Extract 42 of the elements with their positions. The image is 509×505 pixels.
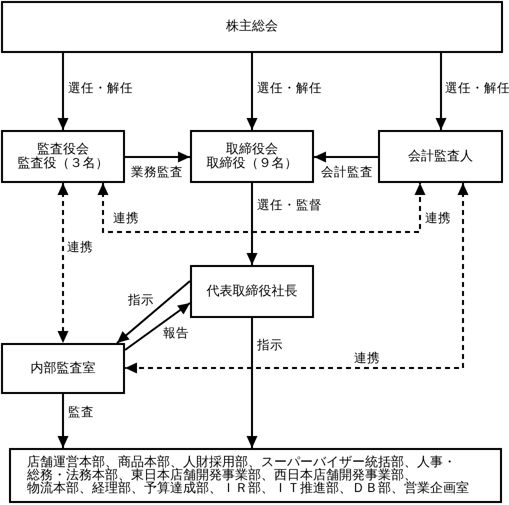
connector-label: 連携 — [424, 211, 452, 224]
organization-box — [9, 448, 502, 503]
box-label: 代表取締役社長 — [206, 284, 298, 298]
box-label: 監査役会 — [37, 142, 89, 156]
dashed-double-arrow — [98, 183, 426, 233]
edge-label: 連携 — [66, 240, 94, 253]
organization-box — [378, 130, 503, 183]
arrow — [246, 318, 258, 448]
box-label: 株主総会 — [226, 20, 278, 34]
arrow — [436, 53, 446, 130]
arrow — [58, 53, 68, 130]
arrow — [116, 280, 191, 344]
arrow — [314, 152, 378, 162]
organization-box — [1, 1, 503, 53]
edge-label: 業務監査 — [130, 165, 184, 178]
box-label: 監査役（３名） — [18, 156, 108, 170]
dashed-double-arrow — [58, 183, 68, 343]
edge-label: 選任・監督 — [256, 198, 323, 211]
edge-label: 連携 — [353, 351, 381, 364]
box-label: 取締役会 — [226, 142, 278, 156]
arrow — [125, 152, 190, 162]
edge-label: 指示 — [256, 338, 284, 351]
edge-label: 指示 — [127, 293, 155, 306]
box-label: 内部監査室 — [30, 362, 96, 376]
edge-label: 連携 — [112, 211, 140, 224]
edge-label: 監査 — [67, 405, 95, 418]
organization-box — [1, 130, 125, 183]
organization-box — [190, 265, 314, 318]
organization-box — [190, 130, 314, 183]
edge-label: 選任・解任 — [67, 81, 134, 94]
edge-label: 会計監査 — [320, 165, 374, 178]
arrow — [58, 394, 68, 448]
arrow — [246, 53, 258, 130]
box-label: 会計監査人 — [408, 150, 473, 164]
arrow — [246, 183, 258, 265]
dashed-double-arrow — [125, 183, 468, 374]
organization-box — [1, 343, 125, 394]
box-label: 取締役（９名） — [206, 156, 298, 170]
edge-label: 報告 — [162, 326, 190, 339]
arrow — [124, 302, 191, 351]
box-label: 店舗運営本部、商品本部、人財採用部、スーパーバイザー統括部、人事・総務・法務本部、東日本店舗開発事業部、西日本店舗開発事業部、物流本部、経理部、予算達成部、ＩＲ部、ＩＴ推進部、ＤＢ部、営業企画室 — [27, 456, 470, 495]
edge-label: 選任・解任 — [256, 81, 323, 94]
